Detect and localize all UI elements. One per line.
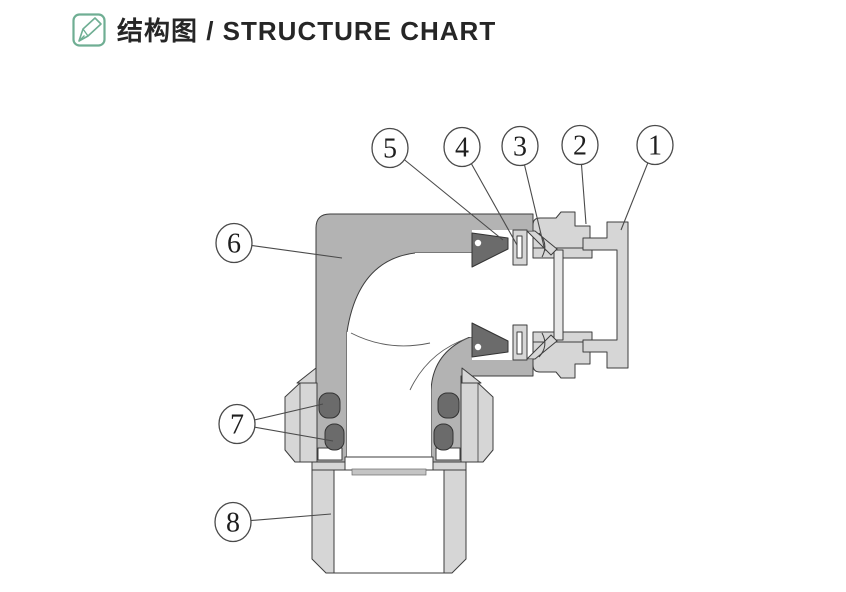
callout-circle-4: [443, 126, 481, 168]
bore-transition-lines: [350, 332, 469, 391]
release-sleeve: [582, 221, 629, 369]
callout-number-7: 7: [230, 410, 244, 441]
callout-6: 6: [215, 222, 343, 264]
callout-circle-7: [218, 403, 256, 445]
callout-circle-8: [214, 501, 252, 543]
stud-shoulder: [311, 456, 467, 471]
callout-layer: 1 2 3 4 5 6 7 8: [214, 124, 674, 543]
leader-line-5: [389, 147, 504, 241]
o-ring-left-lower: [324, 423, 345, 451]
callout-number-4: 4: [455, 133, 469, 164]
callout-number-3: 3: [513, 132, 527, 163]
callout-circle-1: [636, 124, 674, 166]
callout-5: 5: [371, 127, 504, 241]
seal-ring: [471, 232, 509, 358]
stem-bore: [347, 332, 431, 462]
callout-8: 8: [214, 501, 332, 543]
threaded-stud: [311, 468, 467, 574]
callout-number-2: 2: [573, 131, 587, 162]
o-rings: [318, 392, 460, 451]
callout-4: 4: [443, 126, 518, 246]
callout-number-6: 6: [227, 229, 241, 260]
collet-claw: [512, 229, 558, 361]
header: 结构图 / STRUCTURE CHART: [72, 11, 496, 48]
callout-number-5: 5: [383, 134, 397, 165]
callout-circle-2: [561, 124, 599, 166]
page-title: 结构图 / STRUCTURE CHART: [117, 16, 497, 46]
callout-number-8: 8: [226, 508, 240, 539]
callout-circle-3: [501, 125, 539, 167]
o-ring-right-upper: [437, 392, 460, 419]
callout-7: 7: [218, 403, 334, 445]
callout-2: 2: [561, 124, 599, 225]
callout-number-1: 1: [648, 131, 662, 162]
pencil-icon: [72, 12, 106, 47]
callout-3: 3: [501, 125, 546, 252]
hex-nut: [284, 382, 494, 463]
inner-tube: [553, 249, 564, 341]
callout-circle-6: [215, 222, 253, 264]
o-ring-left-upper: [318, 392, 341, 419]
o-ring-right-lower: [433, 423, 454, 451]
callout-1: 1: [620, 124, 674, 231]
callout-circle-5: [371, 127, 409, 169]
